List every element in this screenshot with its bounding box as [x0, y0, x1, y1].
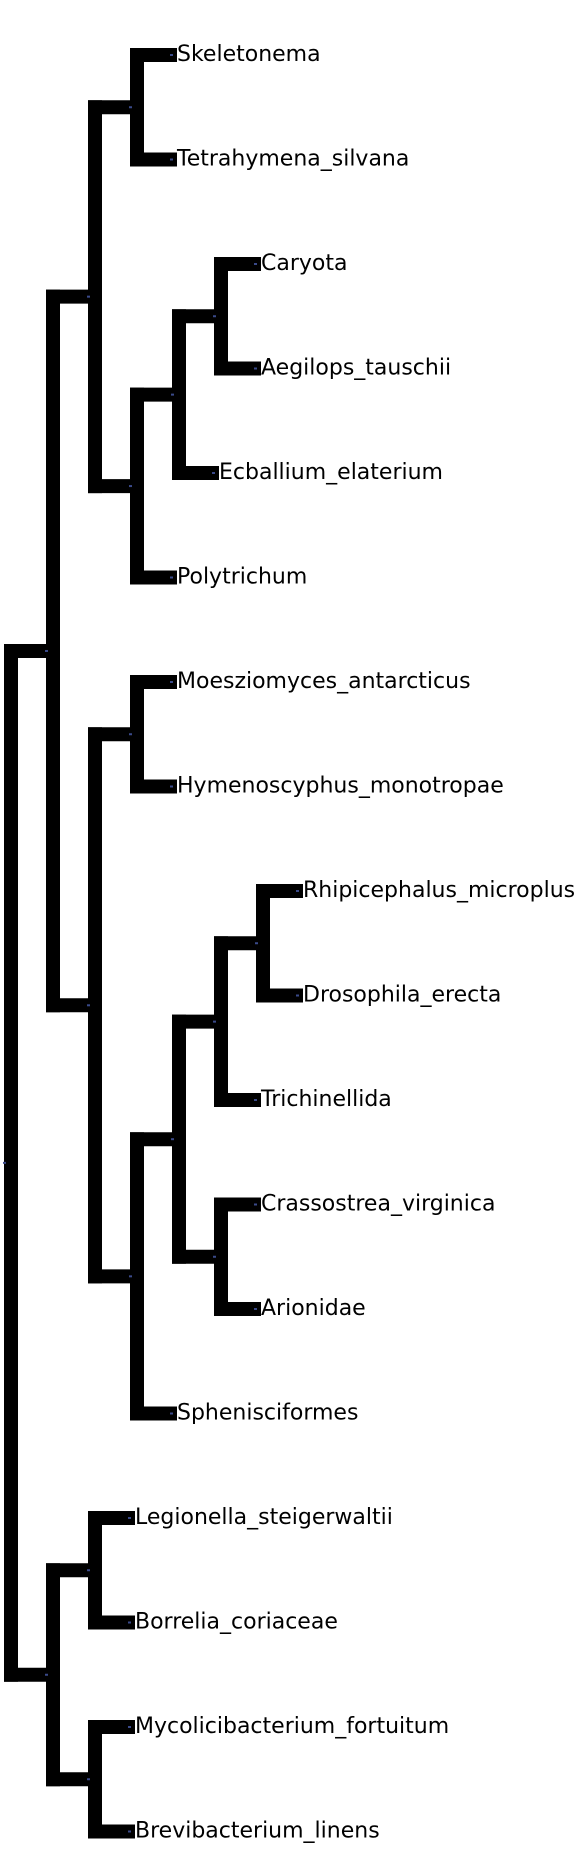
- leaf-label-1: Tetrahymena_silvana: [176, 147, 409, 172]
- leaf-label-6: Moesziomyces_antarcticus: [177, 669, 471, 694]
- leaf-label-14: Legionella_steigerwaltii: [135, 1505, 393, 1530]
- leaf-label-0: Skeletonema: [177, 42, 321, 67]
- leaf-label-5: Polytrichum: [177, 565, 307, 590]
- leaf-label-11: Crassostrea_virginica: [261, 1192, 495, 1217]
- leaf-label-8: Rhipicephalus_microplus: [303, 878, 575, 903]
- leaf-label-3: Aegilops_tauschii: [261, 356, 451, 381]
- leaf-label-7: Hymenoscyphus_monotropae: [177, 774, 504, 799]
- leaf-label-2: Caryota: [261, 251, 347, 276]
- leaf-label-4: Ecballium_elaterium: [219, 460, 443, 485]
- leaf-label-13: Sphenisciformes: [177, 1401, 358, 1426]
- leaf-label-10: Trichinellida: [260, 1087, 392, 1112]
- leaf-label-16: Mycolicibacterium_fortuitum: [135, 1714, 449, 1739]
- leaf-label-17: Brevibacterium_linens: [135, 1819, 380, 1844]
- leaf-label-9: Drosophila_erecta: [303, 983, 501, 1008]
- leaf-label-15: Borrelia_coriaceae: [135, 1610, 338, 1635]
- leaf-label-12: Arionidae: [261, 1296, 366, 1321]
